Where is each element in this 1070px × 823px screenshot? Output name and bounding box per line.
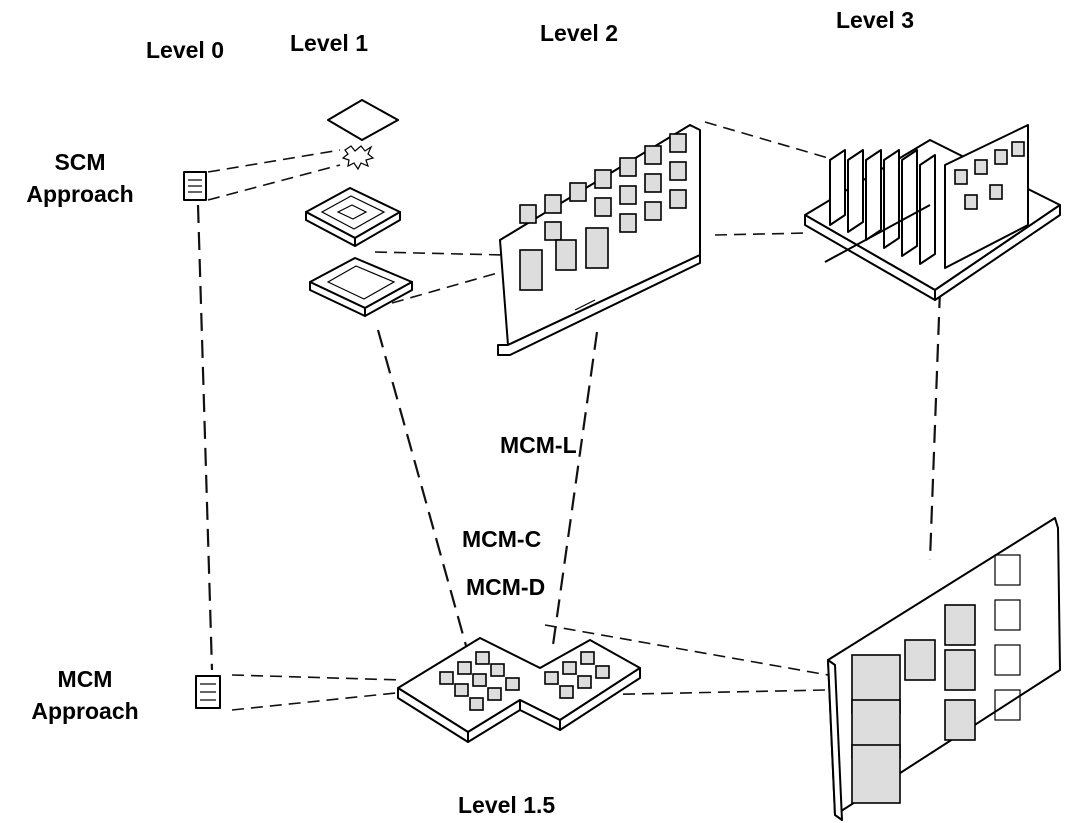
system-enclosure-icon	[805, 125, 1060, 300]
mcm-substrate-icon	[398, 638, 640, 742]
mcm-d-label: MCM-D	[466, 574, 545, 600]
scm-approach-line1: SCM	[54, 149, 105, 175]
chip-lid-icon	[328, 100, 398, 140]
mcm-circuit-board-icon	[828, 518, 1060, 820]
chip-package-top-icon	[306, 188, 400, 246]
scm-approach-line2: Approach	[26, 181, 133, 207]
mcm-l-label: MCM-L	[500, 432, 577, 458]
level-3-label: Level 3	[836, 7, 914, 33]
scm-bare-die-icon	[184, 172, 206, 200]
circuit-card-icon	[498, 125, 700, 355]
level-0-label: Level 0	[146, 37, 224, 63]
mcm-approach-line2: Approach	[31, 698, 138, 724]
mcm-c-label: MCM-C	[462, 526, 541, 552]
mcm-bare-die-icon	[196, 676, 220, 708]
mcm-approach-line1: MCM	[58, 666, 113, 692]
flip-chip-die-icon	[343, 146, 373, 169]
chip-package-bottom-icon	[310, 258, 412, 316]
level-1-5-label: Level 1.5	[458, 792, 555, 818]
level-2-label: Level 2	[540, 20, 618, 46]
level-1-label: Level 1	[290, 30, 368, 56]
